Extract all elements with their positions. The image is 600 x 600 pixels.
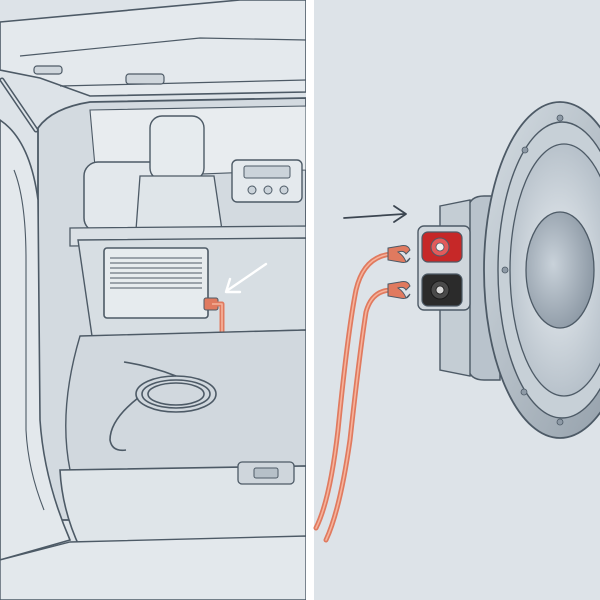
front-seat-back <box>135 175 223 231</box>
left-pillar <box>0 119 72 561</box>
coiled-speaker-cable <box>109 361 217 452</box>
amplifier-heatsink-fins <box>110 257 202 289</box>
subwoofer-speaker <box>439 101 600 439</box>
amplifier <box>103 247 219 319</box>
left-pillar-trim <box>13 169 45 511</box>
hatch-window-edge <box>19 37 307 57</box>
hatch-strut-inner <box>1 79 37 131</box>
car-trunk-panel <box>0 0 307 600</box>
amplifier-output-arrow <box>224 262 268 294</box>
positive-terminal <box>421 231 463 263</box>
positive-speaker-wire <box>313 245 411 531</box>
trunk-floor <box>65 329 307 471</box>
dashboard-knob-1 <box>247 185 257 195</box>
hatch-handle-right <box>125 73 165 85</box>
panel-divider <box>306 0 314 600</box>
dashboard-knob-3 <box>279 185 289 195</box>
speaker-mounting-screws <box>501 114 564 426</box>
negative-terminal <box>421 273 463 307</box>
dashboard-knob-2 <box>263 185 273 195</box>
front-headrest <box>149 115 205 181</box>
dashboard-screen <box>243 165 291 179</box>
open-hatch-door <box>0 0 307 97</box>
connection-direction-arrow <box>343 205 407 223</box>
hatch-lower-edge <box>59 79 307 87</box>
trunk-latch-slot <box>253 467 279 479</box>
speaker-dust-cap <box>525 211 595 329</box>
negative-spade-connector <box>387 281 411 299</box>
speaker-connection-panel <box>313 0 600 600</box>
negative-speaker-wire <box>323 281 411 543</box>
positive-spade-connector <box>387 245 411 263</box>
hatch-handle-left <box>33 65 63 75</box>
